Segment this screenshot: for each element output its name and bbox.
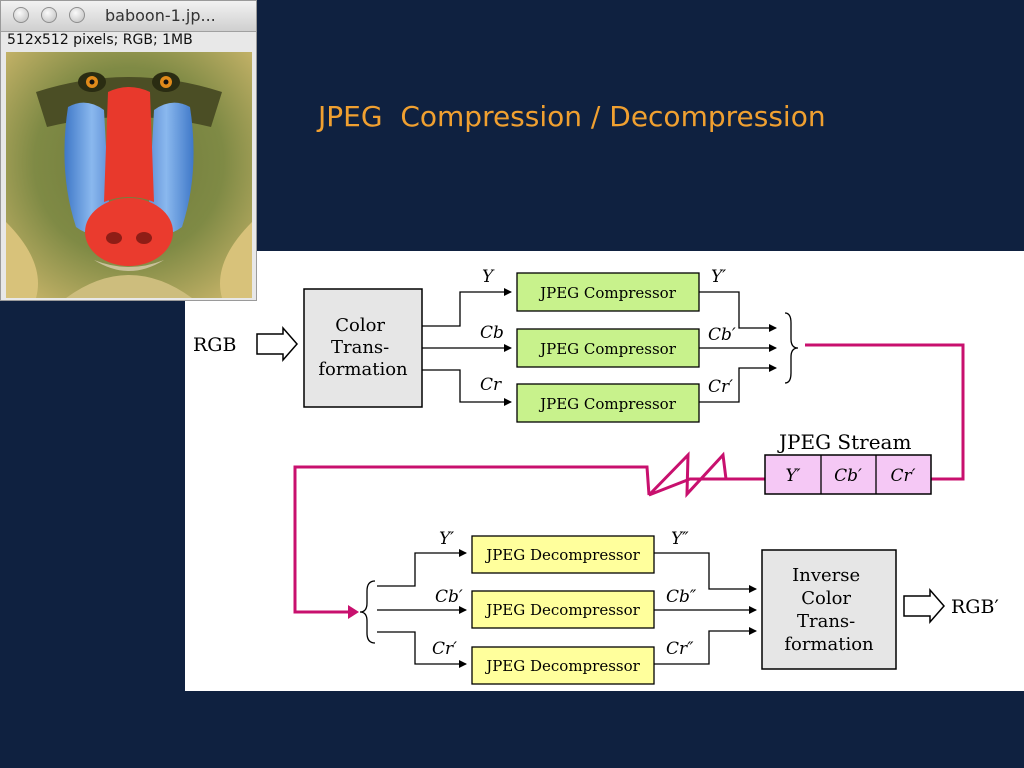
inverse-transform-line-3: Trans- [797,611,855,632]
minimize-window-button[interactable] [41,7,57,23]
baboon-image [6,52,252,298]
decompressor-y: JPEG Decompressor [471,535,655,574]
stream-cell-cb: Cb′ [834,466,862,486]
jpeg-pipeline-diagram: RGB Color Trans- formation Y Cb Cr JPEG … [193,267,999,685]
decompressor-cb: JPEG Decompressor [471,590,655,629]
decompressor-cr: JPEG Decompressor [471,646,655,685]
compressor-cb: JPEG Compressor [516,328,700,368]
color-transformation-line-3: formation [318,359,408,380]
color-transformation-label: Color Trans- formation [318,315,408,380]
stream-connector-zigzag [647,451,765,498]
decompressor-output-connectors [654,552,757,665]
decompressor-output-cr: Cr″ [666,639,694,659]
compressor-input-connectors [422,288,512,406]
svg-text:JPEG Decompressor: JPEG Decompressor [484,601,640,619]
compressor-output-cr: Cr′ [708,377,733,397]
slide-title: JPEG Compression / Decompression [318,100,826,133]
inverse-transform-line-1: Inverse [792,565,860,586]
svg-text:JPEG Compressor: JPEG Compressor [538,340,677,358]
svg-text:JPEG Compressor: JPEG Compressor [538,284,677,302]
inverse-color-transformation-label: Inverse Color Trans- formation [784,565,874,655]
window-title: baboon-1.jp... [105,6,216,25]
compressor-cr: JPEG Compressor [516,383,700,423]
rgb-input-label: RGB [193,334,236,356]
input-hollow-arrow [256,326,298,362]
compressor-output-brace [784,312,799,384]
compressor-y: JPEG Compressor [516,272,700,312]
decompressor-input-cb: Cb′ [435,587,463,607]
stream-cell-cr: Cr′ [891,466,916,486]
color-transformation-line-1: Color [335,315,385,336]
color-transformation-block [303,288,423,408]
rgb-output-label: RGB′ [951,596,999,618]
jpeg-stream-title: JPEG Stream [777,430,911,454]
compressor-output-connectors [699,291,777,403]
compressor-output-y: Y′ [711,267,726,287]
image-info: 512x512 pixels; RGB; 1MB [7,32,193,48]
decompressor-input-cr: Cr′ [432,639,457,659]
compressor-input-y: Y [482,267,495,287]
stream-connector-bottom [293,465,651,614]
decompressor-output-cb: Cb″ [666,587,697,607]
image-viewer-window: baboon-1.jp... 512x512 pixels; RGB; 1MB [0,0,257,301]
decompressor-input-connectors [377,549,467,668]
stream-connector-top [805,343,965,481]
svg-text:JPEG Compressor: JPEG Compressor [538,395,677,413]
window-titlebar[interactable]: baboon-1.jp... [1,1,256,32]
decompressor-input-brace [359,580,376,644]
compressor-output-cb: Cb′ [708,325,736,345]
inverse-transform-line-2: Color [801,588,851,609]
svg-text:JPEG Decompressor: JPEG Decompressor [484,546,640,564]
decompressor-output-y: Y″ [671,529,689,549]
stream-arrowhead [348,605,359,619]
inverse-transform-line-4: formation [784,634,874,655]
output-hollow-arrow [903,588,945,624]
jpeg-stream-box [764,454,932,495]
svg-text:JPEG Decompressor: JPEG Decompressor [484,657,640,675]
color-transformation-line-2: Trans- [331,337,389,358]
compressor-input-cb: Cb [480,323,504,343]
decompressor-input-y: Y′ [439,529,454,549]
stream-cell-y: Y′ [785,466,800,486]
compressor-input-cr: Cr [480,375,502,395]
close-window-button[interactable] [13,7,29,23]
inverse-color-transformation-block [761,549,897,670]
zoom-window-button[interactable] [69,7,85,23]
diagram-panel: RGB Color Trans- formation Y Cb Cr JPEG … [185,251,1024,691]
